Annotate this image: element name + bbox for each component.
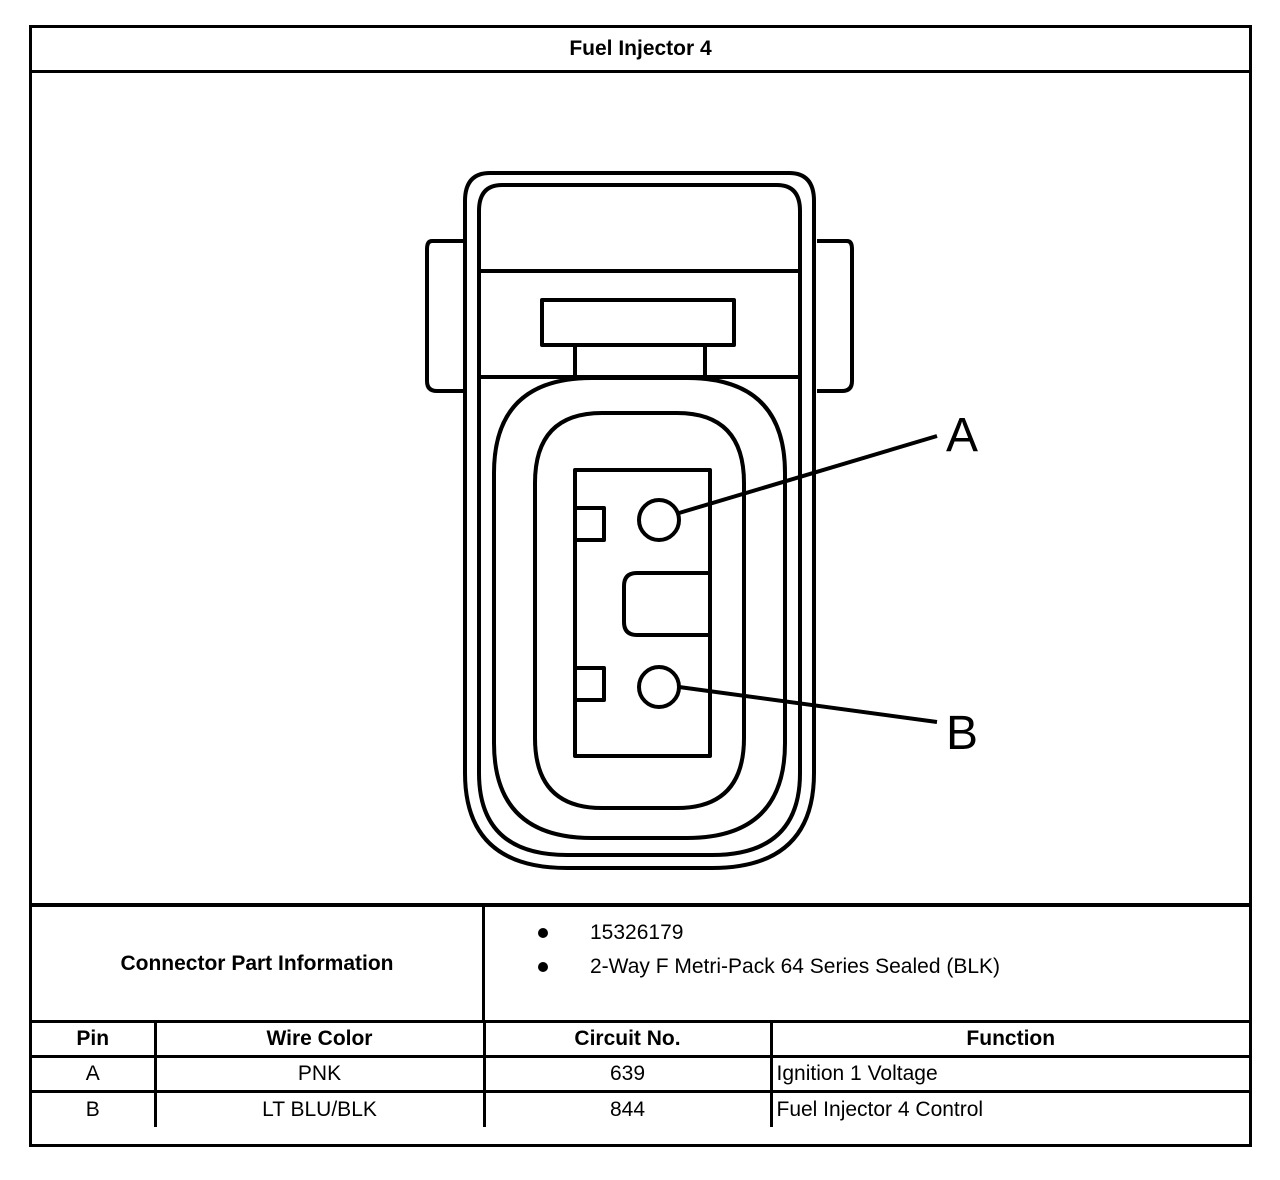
pin-table: Pin Wire Color Circuit No. Function A PN…	[32, 1020, 1249, 1127]
table-row: B LT BLU/BLK 844 Fuel Injector 4 Control	[32, 1090, 1249, 1127]
pin-cavity-b	[637, 665, 681, 709]
cell-function: Ignition 1 Voltage	[769, 1055, 1249, 1093]
cell-circuit-no: 844	[482, 1090, 773, 1127]
table-header-row: Pin Wire Color Circuit No. Function	[32, 1020, 1249, 1058]
part-number: 15326179	[590, 921, 684, 944]
key-b	[575, 666, 606, 702]
center-key	[622, 571, 710, 637]
header-wire-color: Wire Color	[153, 1020, 486, 1058]
header-circuit-no: Circuit No.	[482, 1020, 773, 1058]
header-function: Function	[769, 1020, 1249, 1058]
cell-wire-color: PNK	[153, 1055, 486, 1093]
key-a	[575, 506, 606, 542]
cell-wire-color: LT BLU/BLK	[153, 1090, 486, 1127]
table-row: A PNK 639 Ignition 1 Voltage	[32, 1055, 1249, 1093]
pin-label-b: B	[946, 707, 978, 760]
cell-pin: B	[32, 1090, 157, 1127]
leader-line-b	[678, 685, 938, 724]
list-item: 2-Way F Metri-Pack 64 Series Sealed (BLK…	[538, 953, 1000, 987]
cell-function: Fuel Injector 4 Control	[769, 1090, 1249, 1127]
info-divider	[482, 907, 485, 1020]
connector-diagram: A B	[32, 73, 1249, 903]
pinout-sheet: Fuel Injector 4	[29, 25, 1252, 1147]
pin-label-a: A	[946, 409, 978, 462]
connector-drawing: A B	[425, 171, 978, 870]
right-latch	[817, 239, 854, 393]
list-item: 15326179	[538, 919, 1000, 953]
connector-description: 2-Way F Metri-Pack 64 Series Sealed (BLK…	[590, 955, 1001, 978]
leader-line-a	[678, 434, 938, 515]
seal-ring-inner	[533, 411, 746, 810]
bullet-icon	[538, 928, 548, 938]
connector-body-outer	[463, 171, 816, 870]
connector-body-inner	[477, 183, 802, 857]
left-latch	[425, 239, 467, 393]
header-pin: Pin	[32, 1020, 157, 1058]
bullet-icon	[538, 962, 548, 972]
cell-circuit-no: 639	[482, 1055, 773, 1093]
connector-part-info: Connector Part Information 15326179 2-Wa…	[32, 903, 1249, 1020]
connector-info-label: Connector Part Information	[120, 951, 394, 975]
locking-tab	[540, 298, 736, 347]
seal-ring-outer	[492, 376, 787, 840]
page-title: Fuel Injector 4	[32, 28, 1249, 73]
cell-pin: A	[32, 1055, 157, 1093]
terminal-block	[573, 468, 712, 758]
pin-cavity-a	[637, 498, 681, 542]
connector-info-list: 15326179 2-Way F Metri-Pack 64 Series Se…	[538, 919, 1000, 987]
